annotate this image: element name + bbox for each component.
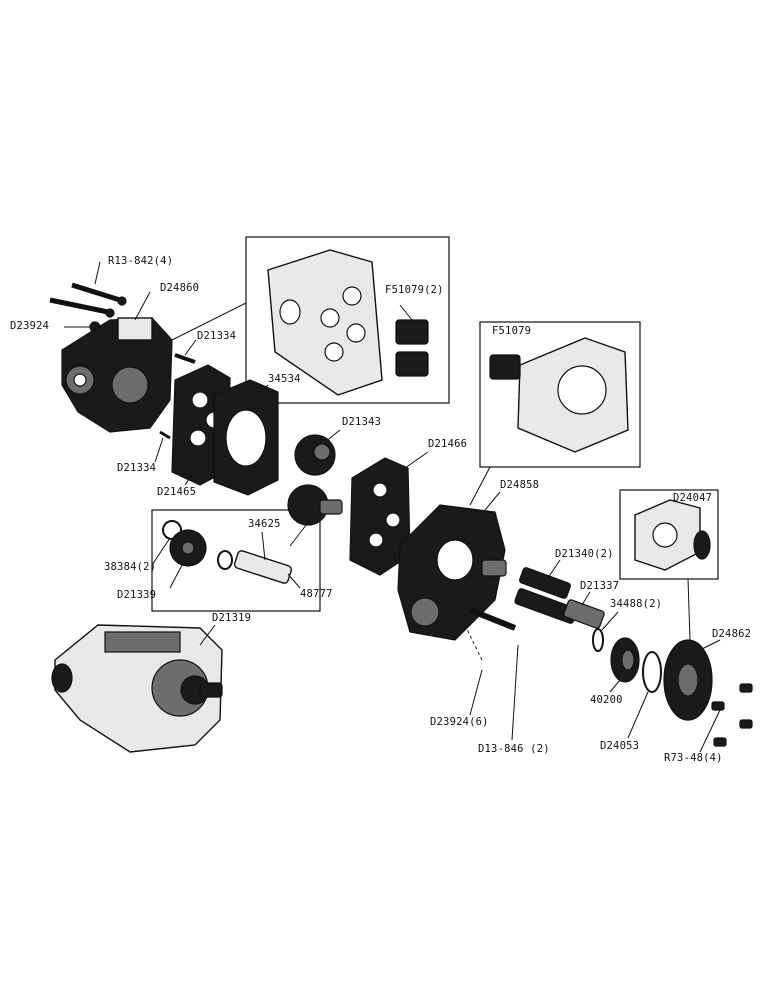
- label-d21319: D21319: [212, 612, 252, 624]
- leader-cover-inset: [171, 302, 247, 341]
- label-d21340-2: D21340(2): [555, 548, 614, 560]
- bearing-40200: [610, 637, 640, 683]
- leader-40200: [609, 679, 621, 693]
- inset-box-seal: [619, 489, 719, 580]
- screws-r73-48: [711, 683, 753, 747]
- label-d23924-6: D23924(6): [430, 716, 489, 728]
- label-d21337: D21337: [580, 580, 620, 592]
- label-34534: 34534: [268, 373, 301, 385]
- label-40200: 40200: [590, 694, 623, 706]
- bolt-r13-842: [49, 282, 127, 318]
- retainer-d21337: [563, 599, 605, 629]
- leader-48777: [287, 573, 301, 589]
- label-d21465: D21465: [157, 486, 197, 498]
- leader-34488: [601, 611, 619, 631]
- shaft-d21340: [514, 567, 578, 624]
- leader-seal-inset: [687, 578, 691, 641]
- label-d21343: D21343: [342, 416, 382, 428]
- label-d23924: D23924: [10, 320, 50, 332]
- label-34488-2: 34488(2): [610, 598, 663, 610]
- bearing-f51079-pair: [395, 319, 429, 377]
- leader-housing-inset: [469, 466, 491, 506]
- label-d24858: D24858: [500, 479, 540, 491]
- assembled-pump-d21319: [51, 624, 223, 753]
- leader-d21334-bottom: [154, 437, 164, 463]
- housing-d24858: [397, 504, 507, 641]
- label-r73-48-4: R73-48(4): [664, 752, 723, 764]
- leader-d21340: [547, 559, 561, 579]
- leader-d21343: [324, 429, 341, 443]
- leader-38384: [151, 537, 171, 566]
- leader-d21334-top: [184, 339, 197, 356]
- label-d21334-bottom: D21334: [117, 462, 157, 474]
- label-d24047: D24047: [673, 492, 713, 504]
- inset-box-housing: [479, 321, 641, 468]
- label-f51079: F51079: [492, 325, 532, 337]
- leader-r13-842: [94, 261, 101, 285]
- housing-detail: [489, 337, 629, 453]
- inset-box-cover: [245, 236, 450, 404]
- inset-box-gears: [151, 509, 321, 612]
- label-r13-842: R13-842(4): [108, 255, 174, 267]
- label-d13-846-2: D13-846 (2): [478, 743, 550, 755]
- leader-r73-48: [699, 709, 721, 753]
- label-38384-2: 38384(2): [104, 561, 157, 573]
- label-34625: 34625: [248, 518, 281, 530]
- leader-d23924-6-dashed: [459, 614, 483, 661]
- gear-inset-parts: [162, 520, 293, 584]
- plate-34534: [213, 379, 279, 496]
- leader-d21465: [184, 469, 196, 486]
- oring-34488: [592, 628, 604, 652]
- gear-with-shaft: [287, 484, 343, 526]
- leader-d21466: [404, 451, 429, 469]
- leader-d23924-6: [469, 669, 483, 716]
- leader-d24053: [627, 691, 649, 739]
- label-d24862: D24862: [712, 628, 752, 640]
- label-f51079-2: F51079(2): [385, 284, 444, 296]
- label-d21334-top: D21334: [197, 330, 237, 342]
- leader-gear-inset: [289, 519, 311, 547]
- pin-d21334-top: [174, 353, 196, 364]
- pin-d21334-bottom: [159, 430, 171, 440]
- leader-d24862: [699, 639, 721, 651]
- label-d24053: D24053: [600, 740, 640, 752]
- leader-d24860: [134, 291, 151, 321]
- leader-d21339: [169, 564, 183, 589]
- cover-detail: [267, 249, 383, 396]
- leader-34625: [261, 531, 266, 561]
- label-d21466: D21466: [428, 438, 468, 450]
- leader-d21319: [199, 624, 216, 646]
- label-48777: 48777: [300, 588, 333, 600]
- washer-d24053: [642, 651, 662, 693]
- leader-f51079-2: [399, 304, 413, 321]
- leader-d13-846: [511, 644, 519, 741]
- leader-34534: [257, 384, 269, 396]
- bolt-d13-846: [468, 607, 517, 631]
- gasket-d21466: [349, 457, 411, 576]
- label-d21339: D21339: [117, 589, 157, 601]
- label-d24860: D24860: [160, 282, 200, 294]
- seal-detail: [634, 499, 711, 571]
- end-cap-d24862: [663, 639, 713, 721]
- cover-d24860: [61, 317, 173, 433]
- leader-d24858: [484, 491, 501, 511]
- leader-d21337: [581, 591, 591, 606]
- gear-d21343: [294, 434, 336, 476]
